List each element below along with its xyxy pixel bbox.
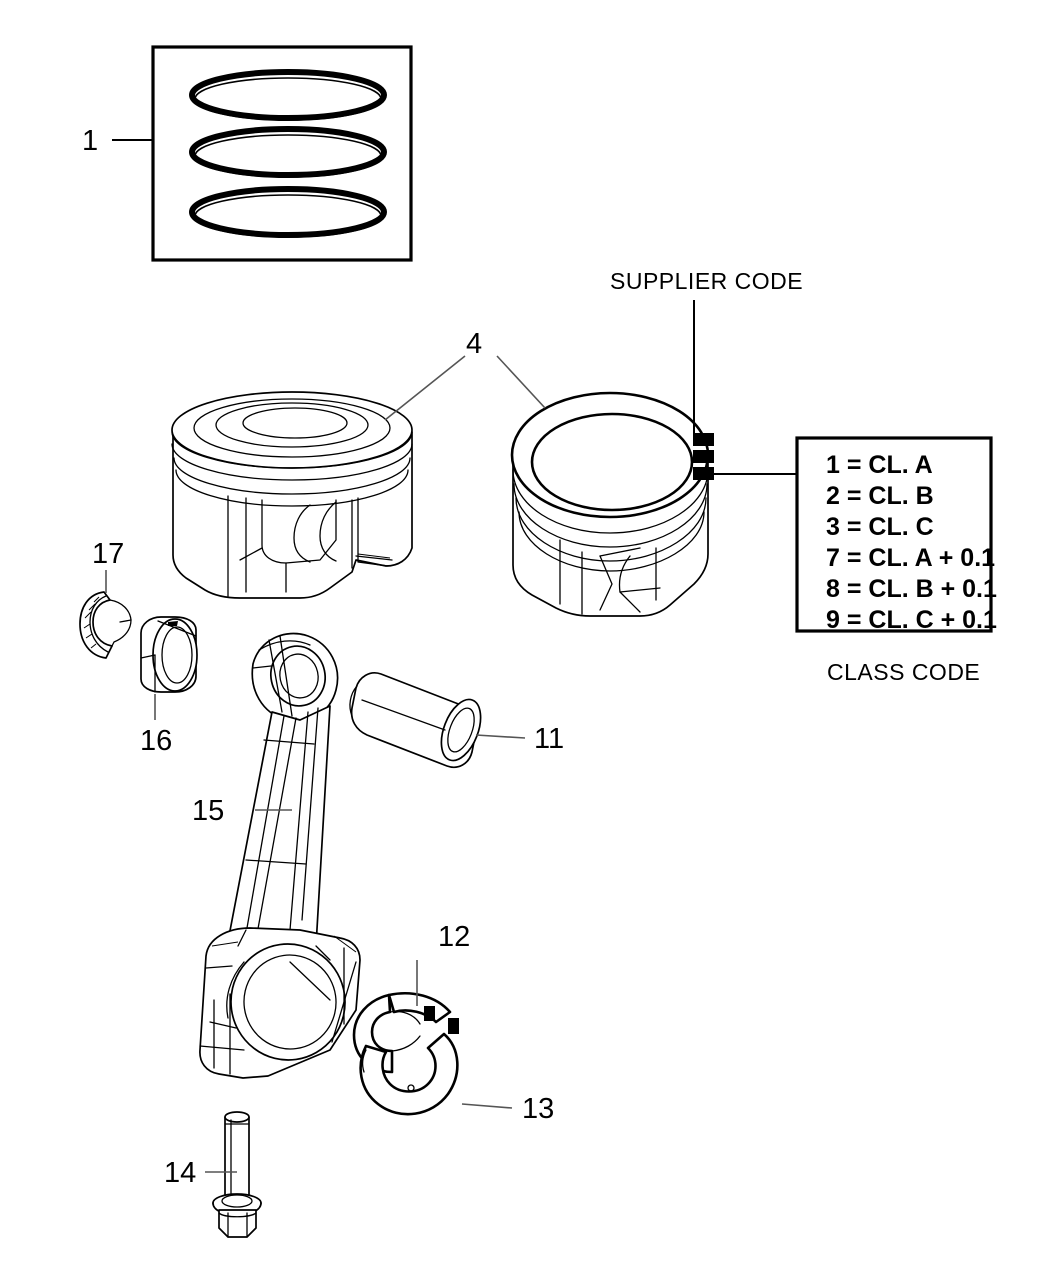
callout-16: 16 — [140, 725, 172, 757]
piston-left-group — [171, 391, 413, 599]
class-code-caption: CLASS CODE — [827, 659, 980, 685]
class-code-box — [795, 436, 993, 633]
piston-ring-1 — [189, 69, 387, 121]
connecting-rod-bolt-group: 14 — [164, 1111, 262, 1238]
leader-4-left — [384, 355, 466, 421]
callout-15: 15 — [192, 795, 224, 827]
class-code-group: 1 = CL. A 2 = CL. B 3 = CL. C 7 = CL. A … — [714, 436, 997, 685]
leader-13 — [461, 1103, 513, 1109]
supplier-code-label-group: SUPPLIER CODE — [610, 268, 803, 437]
supplier-mark-1 — [693, 433, 714, 446]
supplier-mark-3 — [693, 467, 714, 480]
supplier-mark-2 — [693, 450, 714, 463]
supplier-code-label: SUPPLIER CODE — [610, 268, 803, 294]
callout-12: 12 — [438, 921, 470, 953]
class-code-row-2: 2 = CL. B — [826, 482, 934, 510]
supplier-code-marks — [693, 433, 714, 480]
callout-14: 14 — [164, 1157, 196, 1189]
connecting-rod-group: 15 — [192, 632, 361, 1079]
bearing-tab-2 — [448, 1018, 459, 1034]
class-code-row-6: 9 = CL. C + 0.1 — [826, 606, 997, 634]
leader-4-right — [496, 355, 546, 409]
callout-13: 13 — [522, 1093, 554, 1125]
piston-pin-group: 11 — [349, 672, 564, 769]
piston-ring-box — [151, 45, 413, 262]
bearing-tab-1 — [424, 1006, 435, 1021]
class-code-row-5: 8 = CL. B + 0.1 — [826, 575, 997, 603]
callout-4-group: 4 — [384, 328, 546, 421]
callout-4: 4 — [466, 328, 482, 360]
bearing-shells-group: 12 13 — [352, 921, 554, 1125]
bushing-group: 16 — [140, 616, 198, 757]
piston-right-group — [510, 391, 714, 617]
piston-ring-3 — [189, 186, 387, 238]
callout-11: 11 — [534, 723, 564, 755]
callout-1: 1 — [82, 125, 98, 157]
piston-ring-2 — [189, 126, 387, 178]
callout-17: 17 — [92, 538, 124, 570]
piston-ring-set-group: 1 — [82, 45, 413, 262]
class-code-row-1: 1 = CL. A — [826, 451, 933, 479]
class-code-row-3: 3 = CL. C — [826, 513, 934, 541]
snap-ring-group: 17 — [79, 538, 132, 659]
class-code-row-4: 7 = CL. A + 0.1 — [826, 544, 995, 572]
leader-11 — [475, 734, 526, 739]
